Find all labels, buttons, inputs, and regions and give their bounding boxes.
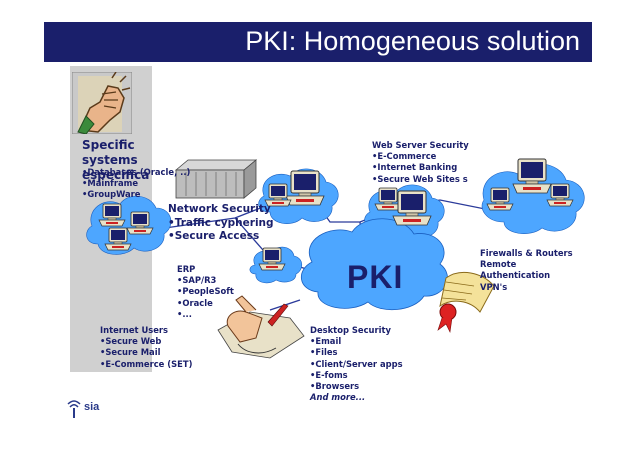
- erp-group: ERP SAP/R3 PeopleSoft Oracle ...: [177, 264, 234, 320]
- desktop-security-group: Desktop Security Email Files Client/Serv…: [310, 325, 403, 403]
- erp-heading: ERP: [177, 264, 196, 274]
- fist-logo-icon: [72, 72, 132, 134]
- list-item: E-Commerce: [372, 151, 469, 162]
- list-item: SAP/R3: [177, 275, 234, 286]
- list-item: GroupWare: [82, 189, 190, 200]
- and-more-text: And more...: [310, 392, 366, 403]
- list-item: Email: [310, 336, 403, 347]
- list-item: Mainframe: [82, 178, 190, 189]
- pki-label: PKI: [347, 259, 404, 295]
- sia-logo-icon: sia: [66, 398, 112, 420]
- firewalls-line: Remote: [480, 259, 517, 270]
- list-item: Browsers: [310, 381, 403, 392]
- list-item: Internet Banking: [372, 162, 469, 173]
- signal-icon: [67, 400, 81, 418]
- list-item: ...: [177, 309, 234, 320]
- firewalls-line: VPN's: [480, 281, 508, 292]
- network-security-heading: Network Security: [168, 203, 271, 215]
- hand-signing-icon: [217, 295, 305, 359]
- list-item: Client/Server apps: [310, 359, 402, 370]
- certificate-scroll-icon: [437, 271, 495, 333]
- specific-systems-list: Databases (Oracle, ..) Mainframe GroupWa…: [82, 167, 190, 201]
- list-item: Secure Web: [100, 336, 192, 347]
- page-title: PKI: Homogeneous solution: [245, 26, 580, 56]
- web-server-security-heading: Web Server Security: [372, 140, 469, 150]
- internet-users-group: Internet Users Secure Web Secure Mail E-…: [100, 325, 192, 370]
- list-item: Files: [310, 347, 403, 358]
- list-item: PeopleSoft: [177, 286, 234, 297]
- sia-logo-text: sia: [84, 401, 100, 413]
- web-server-security-group: Web Server Security E-Commerce Internet …: [372, 140, 469, 185]
- network-security-group: Network Security Traffic cyphering Secur…: [168, 203, 274, 244]
- desktop-security-heading: Desktop Security: [310, 325, 391, 335]
- firewalls-line: Firewalls & Routers: [480, 248, 573, 258]
- firewalls-group: Firewalls & Routers Remote Authenticatio…: [480, 248, 573, 293]
- internet-users-heading: Internet Users: [100, 325, 169, 335]
- list-item: Traffic cyphering: [168, 217, 274, 231]
- title-bar: PKI: Homogeneous solution: [44, 22, 592, 62]
- list-item: Secure Access: [168, 230, 274, 244]
- list-item: Databases (Oracle, ..): [82, 167, 190, 178]
- list-item: E-foms: [310, 370, 403, 381]
- list-item: Oracle: [177, 298, 234, 309]
- list-item: E-Commerce (SET): [100, 359, 192, 370]
- list-item: Secure Web Sites s: [372, 174, 469, 185]
- list-item: Secure Mail: [100, 347, 192, 358]
- firewalls-line: Authentication: [480, 270, 551, 281]
